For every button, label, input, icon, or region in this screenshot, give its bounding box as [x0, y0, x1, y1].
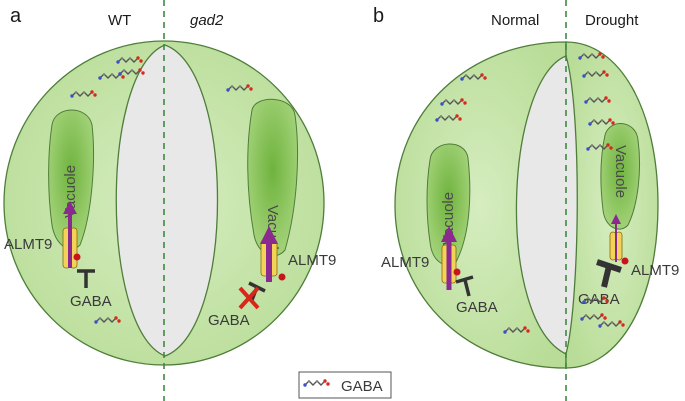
- gaba-inhibition-drought: [596, 259, 622, 288]
- almt9-channel-drought: [609, 214, 629, 265]
- almt9-label-normal: ALMT9: [381, 254, 429, 271]
- arrow-up-icon: [611, 214, 621, 224]
- gaba-binding-dot: [621, 257, 629, 265]
- vacuole-gad2: [247, 98, 299, 257]
- almt9-channel-gad2: [260, 226, 286, 282]
- vacuole-label-drought: Vacuole: [612, 145, 629, 198]
- almt9-label-gad2: ALMT9: [288, 252, 336, 269]
- blocked-x-icon: [238, 286, 260, 310]
- gaba-inhibition-wt: [77, 269, 95, 288]
- condition-drought: Drought: [585, 12, 639, 29]
- gaba-label-normal: GABA: [456, 299, 498, 316]
- gaba-label-wt: GABA: [70, 293, 112, 310]
- gaba-label-gad2: GABA: [208, 312, 250, 329]
- arrow-up-icon: [63, 201, 77, 214]
- almt9-channel-normal: [441, 226, 461, 290]
- gaba-binding-dot: [73, 253, 81, 261]
- vacuole-label-wt: Vacuole: [62, 165, 79, 218]
- arrow-up-icon: [441, 226, 457, 242]
- almt9-label-drought: ALMT9: [631, 262, 679, 279]
- gaba-inhibition-normal: [455, 275, 474, 297]
- legend-label: GABA: [341, 378, 383, 395]
- condition-wt: WT: [108, 12, 131, 29]
- panel-b-guard-cells: [394, 41, 659, 369]
- gaba-binding-dot: [278, 273, 286, 281]
- gaba-binding-dot: [453, 268, 461, 276]
- arrow-up-icon: [260, 226, 278, 244]
- condition-normal: Normal: [491, 12, 539, 29]
- panel-b-letter: b: [373, 5, 384, 27]
- vacuole-wt: [48, 109, 94, 250]
- condition-gad2: gad2: [190, 12, 224, 29]
- vacuole-label-normal: Vacuole: [440, 192, 457, 245]
- almt9-channel-wt: [62, 201, 81, 269]
- almt9-label-wt: ALMT9: [4, 236, 52, 253]
- vacuole-drought: [600, 123, 640, 230]
- gaba-label-drought: GABA: [578, 291, 620, 308]
- panel-a-letter: a: [10, 5, 22, 27]
- legend: GABA: [298, 371, 392, 399]
